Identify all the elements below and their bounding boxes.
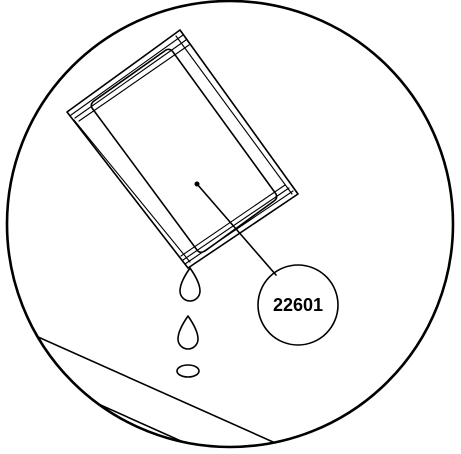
packet-label-panel (90, 48, 278, 254)
liquid-drop-2 (177, 315, 199, 350)
drop-splash-spot (176, 364, 200, 378)
part-number-label: 22601 (273, 295, 323, 315)
liquid-drop-1 (179, 267, 201, 302)
packet (66, 29, 299, 269)
callout-leader-line (196, 183, 277, 276)
detail-circle (5, 0, 455, 449)
callout-bubble (257, 264, 339, 346)
surface-edge-upper (7, 319, 301, 447)
packet-left-edge (66, 111, 189, 269)
